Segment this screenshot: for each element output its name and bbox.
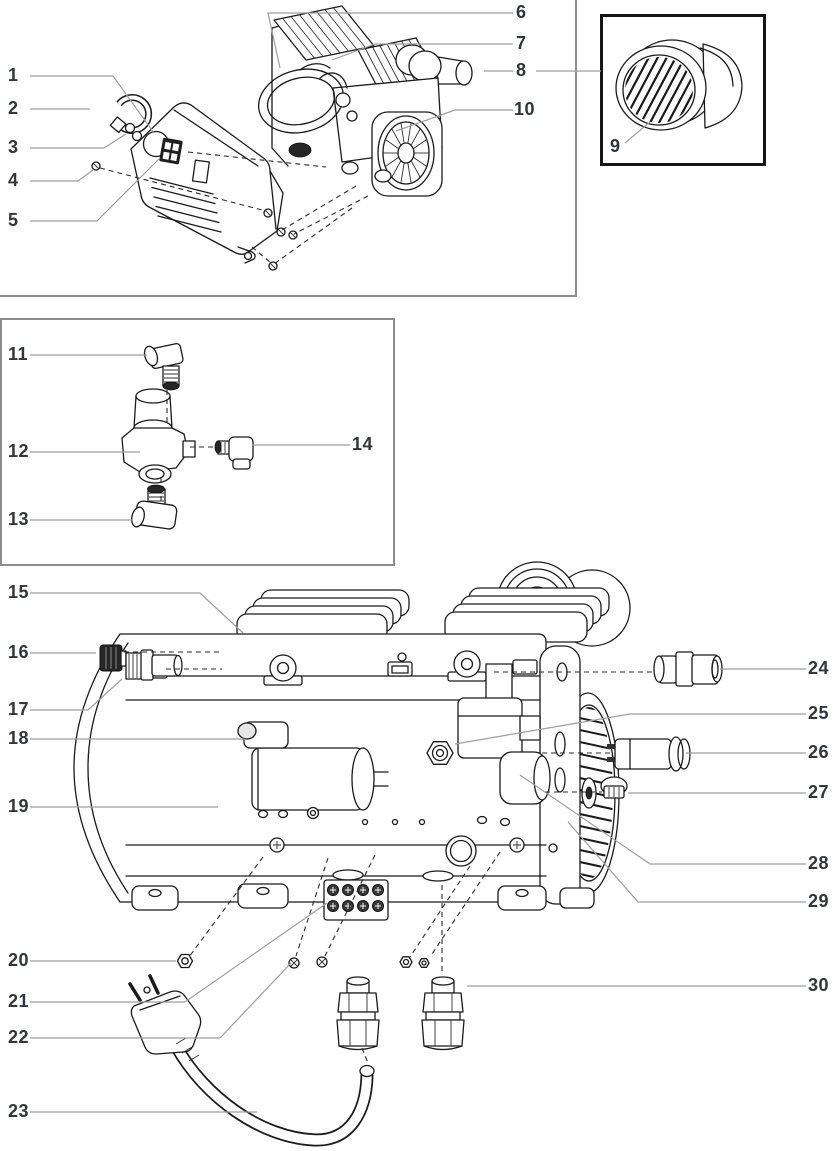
nipple-fitting-17-drawing (125, 649, 183, 681)
detail-box-air-filter (600, 14, 766, 166)
callout-11: 11 (8, 344, 29, 364)
valve-block-drawing (457, 663, 551, 805)
callout-3: 3 (8, 137, 19, 157)
callout-22: 22 (8, 1027, 30, 1047)
detail-box-shroud-assembly (0, 0, 577, 297)
callout-5: 5 (8, 210, 19, 230)
shroud-cover-drawing (130, 102, 284, 264)
power-switch-drawing (159, 137, 183, 165)
cartridge-26-drawing (607, 736, 691, 772)
callout-27: 27 (808, 782, 830, 802)
callout-28: 28 (808, 853, 830, 873)
callout-leader-lines (30, 12, 806, 1113)
cap-27-drawing (600, 776, 628, 799)
nut-20-drawing (176, 953, 194, 969)
callout-6: 6 (516, 2, 527, 22)
air-filter-drawing (615, 39, 743, 131)
callout-1: 1 (8, 65, 19, 85)
callout-30: 30 (808, 975, 830, 995)
fitting-24-drawing (653, 651, 723, 687)
motor-assembly-drawing (257, 5, 473, 197)
cable-gland-left-drawing (336, 976, 380, 1051)
assembly-dashed-lines (99, 151, 656, 1064)
callout-20: 20 (8, 950, 30, 970)
callout-15: 15 (8, 582, 30, 602)
valve-body-drawing (121, 388, 196, 484)
power-cord-drawing (128, 974, 375, 1147)
callout-10: 10 (514, 99, 536, 119)
callout-16: 16 (8, 642, 30, 662)
terminal-block-drawing (323, 879, 389, 921)
callout-19: 19 (8, 796, 30, 816)
small-fitting-drawing (124, 122, 143, 142)
callout-2: 2 (8, 98, 19, 118)
callout-23: 23 (8, 1101, 30, 1121)
detail-box-valve-assembly (0, 318, 395, 566)
elbow-fitting-14-drawing (214, 436, 254, 470)
callout-7: 7 (516, 33, 527, 53)
callout-26: 26 (808, 742, 830, 762)
callout-18: 18 (8, 728, 30, 748)
feet-drawing (131, 883, 595, 911)
terminal-screws-loose-drawing (288, 956, 430, 969)
capacitor-drawing (251, 747, 389, 811)
plug-fitting-16-drawing (99, 644, 127, 672)
check-valve-25-drawing (426, 741, 454, 765)
callout-12: 12 (8, 441, 30, 461)
elbow-fitting-18-drawing (237, 721, 289, 749)
callout-24: 24 (808, 658, 830, 678)
elbow-fitting-13-drawing (131, 484, 178, 530)
callout-29: 29 (808, 891, 830, 911)
elbow-fitting-11-drawing (143, 342, 184, 391)
callout-4: 4 (8, 170, 19, 190)
callout-21: 21 (8, 991, 30, 1011)
vent-louvers-drawing (149, 177, 222, 233)
callout-9: 9 (610, 136, 621, 156)
callout-8: 8 (516, 60, 527, 80)
callout-13: 13 (8, 509, 30, 529)
cable-gland-right-drawing (421, 976, 465, 1051)
callout-14: 14 (352, 434, 374, 454)
compressor-unit-drawing (73, 561, 631, 921)
cylinder-head-left-drawing (236, 589, 410, 643)
callout-17: 17 (8, 699, 30, 719)
lower-housing-details-drawing (125, 806, 547, 882)
callout-25: 25 (808, 703, 830, 723)
